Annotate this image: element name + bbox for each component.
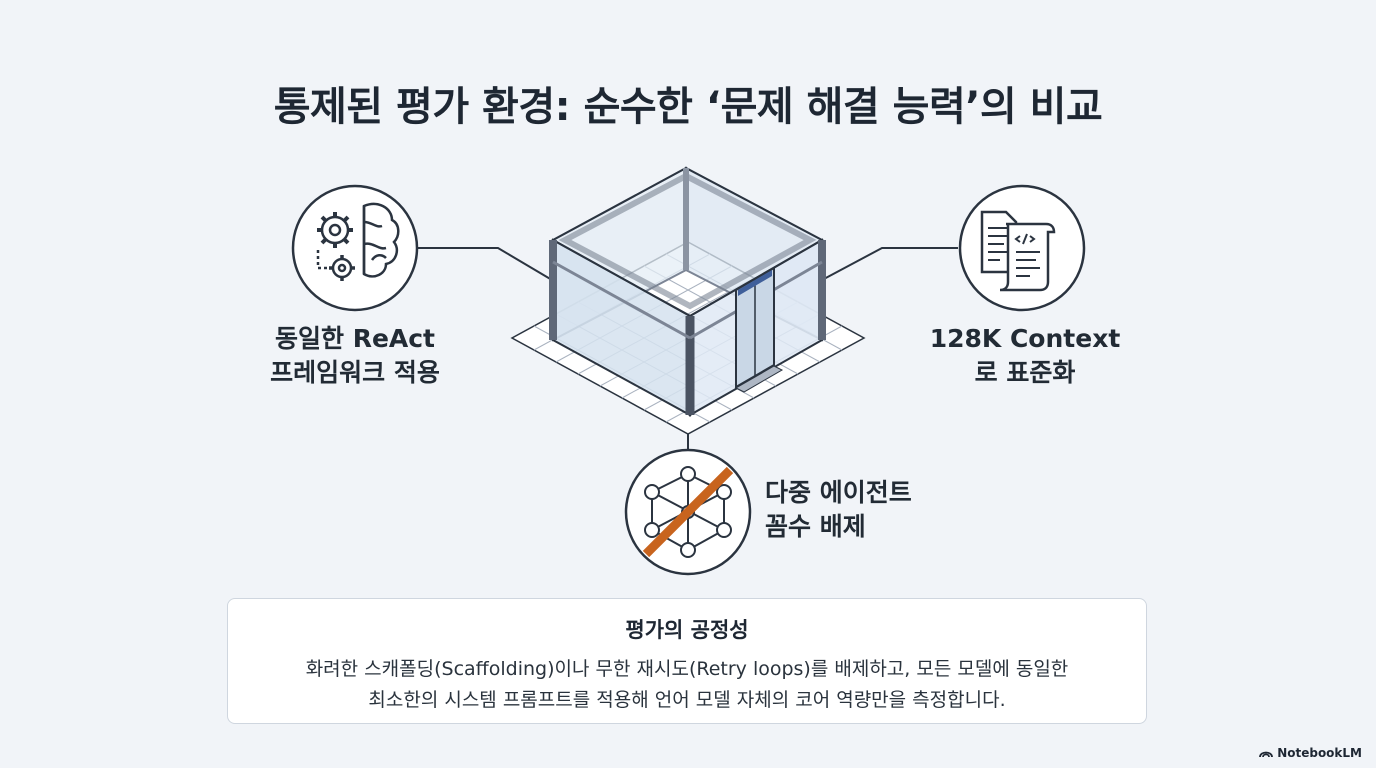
fairness-description-line1: 화려한 스캐폴딩(Scaffolding)이나 무한 재시도(Retry loo… [305,658,1069,680]
brand-watermark: NotebookLM [1259,746,1362,760]
multi-agent-network-prohibited-icon [624,448,752,576]
notebooklm-logo-icon [1259,751,1274,758]
multi-agent-exclusion-label: 다중 에이전트 꼼수 배제 [765,476,955,544]
brand-label: NotebookLM [1277,746,1362,760]
context-standard-label: 128K Context 로 표준화 [905,322,1145,390]
react-framework-label: 동일한 ReAct 프레임워크 적용 [240,322,470,390]
glass-room-icon [510,166,866,435]
fairness-title: 평가의 공정성 [625,618,749,642]
document-code-icon [958,184,1086,312]
multi-agent-exclusion-line1: 다중 에이전트 [765,478,912,507]
diagram [291,166,1086,576]
fairness-description: 화려한 스캐폴딩(Scaffolding)이나 무한 재시도(Retry loo… [228,654,1146,716]
gears-brain-icon [291,184,419,312]
page-title: 통제된 평가 환경: 순수한 ‘문제 해결 능력’의 비교 [273,84,1103,130]
fairness-info-box: 평가의 공정성 화려한 스캐폴딩(Scaffolding)이나 무한 재시도(R… [227,598,1147,724]
react-framework-line1: 동일한 ReAct [274,324,436,353]
context-standard-line2: 로 표준화 [974,358,1076,387]
multi-agent-exclusion-line2: 꼼수 배제 [765,512,866,541]
fairness-description-line2: 최소한의 시스템 프롬프트를 적용해 언어 모델 자체의 코어 역량만을 측정합… [368,689,1006,711]
react-framework-line2: 프레임워크 적용 [270,358,440,387]
context-standard-line1: 128K Context [929,324,1121,353]
